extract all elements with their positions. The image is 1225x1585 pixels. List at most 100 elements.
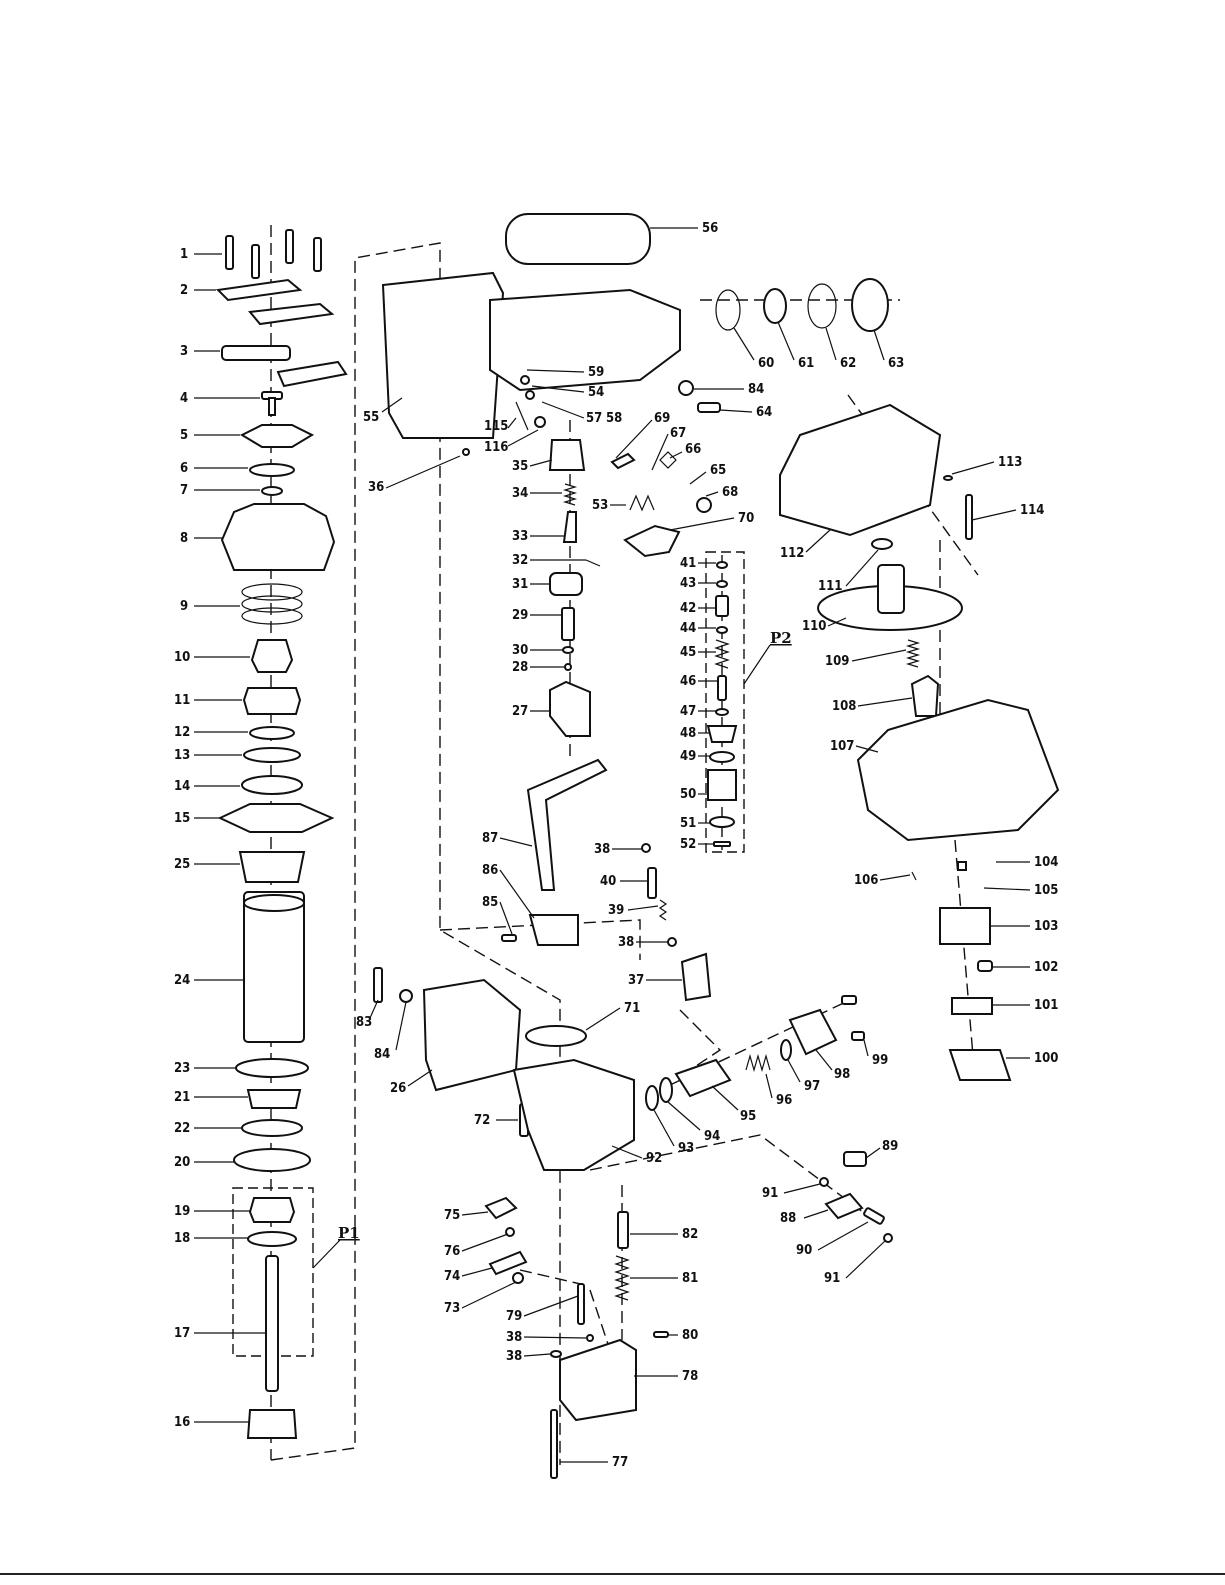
part-13-oring [243, 747, 301, 763]
label-part-29: 29 [512, 608, 528, 623]
part-25-bumper [238, 851, 306, 883]
label-part-69: 69 [654, 411, 670, 426]
label-part-113: 113 [998, 455, 1022, 470]
label-part-1: 1 [180, 247, 188, 262]
part-16-nose-bushing [246, 1409, 298, 1439]
label-part-90: 90 [796, 1243, 812, 1258]
label-part-20: 20 [174, 1155, 190, 1170]
label-part-83: 83 [356, 1015, 372, 1030]
label-part-75: 75 [444, 1208, 460, 1223]
part-31-knob [549, 572, 583, 596]
label-part-74: 74 [444, 1269, 460, 1284]
label-part-80: 80 [682, 1328, 698, 1343]
label-part-43: 43 [680, 576, 696, 591]
part-21-ring [246, 1089, 302, 1109]
label-part-45: 45 [680, 645, 696, 660]
label-part-111: 111 [818, 579, 842, 594]
label-part-91-b: 91 [824, 1271, 840, 1286]
label-part-102: 102 [1034, 960, 1058, 975]
label-part-93: 93 [678, 1141, 694, 1156]
part-60-63-end-cap-set [715, 278, 889, 332]
part-4-screw [261, 391, 283, 416]
label-part-9: 9 [180, 599, 188, 614]
handle-body [489, 288, 681, 392]
part-10-valve [250, 639, 294, 673]
label-part-100: 100 [1034, 1051, 1058, 1066]
group-label-p1: P1 [338, 1224, 360, 1242]
label-part-51: 51 [680, 816, 696, 831]
part-23-oring [235, 1058, 309, 1078]
label-part-15: 15 [174, 811, 190, 826]
label-part-59: 59 [588, 365, 604, 380]
label-part-98: 98 [834, 1067, 850, 1082]
parts-73-76-pawls [484, 1196, 528, 1284]
label-part-107: 107 [830, 739, 854, 754]
page-bottom-rule [0, 1573, 1225, 1575]
part-112-magazine-cover [779, 403, 942, 537]
part-26-nose-guard [422, 978, 522, 1092]
label-part-19: 19 [174, 1204, 190, 1219]
label-part-13: 13 [174, 748, 190, 763]
label-part-73: 73 [444, 1301, 460, 1316]
p2-valve-stack [706, 561, 738, 847]
label-part-104: 104 [1034, 855, 1058, 870]
label-part-114: 114 [1020, 503, 1044, 518]
label-part-10: 10 [174, 650, 190, 665]
part-108-post [910, 674, 940, 717]
label-part-30: 30 [512, 643, 528, 658]
part-56-grip-cover [505, 213, 651, 265]
label-part-2: 2 [180, 283, 188, 298]
part-22-oring [241, 1119, 303, 1137]
part-87-latch-arm [526, 758, 608, 891]
part-32-pin [585, 559, 601, 567]
label-part-25: 25 [174, 857, 190, 872]
label-part-91-a: 91 [762, 1186, 778, 1201]
label-part-49: 49 [680, 749, 696, 764]
label-part-22: 22 [174, 1121, 190, 1136]
parts-37-40-adjuster [641, 843, 712, 1002]
label-part-67: 67 [670, 426, 686, 441]
label-part-42: 42 [680, 601, 696, 616]
label-part-38-b: 38 [618, 935, 634, 950]
part-33-stem [562, 511, 577, 543]
label-part-62: 62 [840, 356, 856, 371]
part-18-oring [247, 1231, 297, 1247]
label-part-84-lower: 84 [374, 1047, 390, 1062]
label-part-96: 96 [776, 1093, 792, 1108]
label-part-54: 54 [588, 385, 604, 400]
parts-93-99-drive-assembly [645, 995, 865, 1111]
label-part-4: 4 [180, 391, 188, 406]
label-part-18: 18 [174, 1231, 190, 1246]
label-part-60: 60 [758, 356, 774, 371]
label-part-44: 44 [680, 621, 696, 636]
label-part-82: 82 [682, 1227, 698, 1242]
label-part-61: 61 [798, 356, 814, 371]
label-part-88: 88 [780, 1211, 796, 1226]
parts-113-114-pin [943, 475, 973, 540]
part-5-cap [239, 424, 315, 448]
label-part-24: 24 [174, 973, 190, 988]
label-part-87: 87 [482, 831, 498, 846]
trigger-linkage-53-70 [610, 451, 712, 558]
label-part-81: 81 [682, 1271, 698, 1286]
label-part-116: 116 [484, 440, 508, 455]
label-part-38-d: 38 [506, 1349, 522, 1364]
part-15-gasket [217, 803, 335, 833]
label-part-70: 70 [738, 511, 754, 526]
label-part-68: 68 [722, 485, 738, 500]
part-12-oring [249, 726, 295, 740]
part-86-bracket [528, 914, 579, 946]
label-part-16: 16 [174, 1415, 190, 1430]
part-11-valve-seat [242, 687, 302, 715]
part-14-ring [241, 775, 303, 795]
label-part-56: 56 [702, 221, 718, 236]
part-34-spring [562, 483, 578, 506]
label-part-53: 53 [592, 498, 608, 513]
part-27-trigger [549, 680, 591, 737]
label-part-6: 6 [180, 461, 188, 476]
label-part-92: 92 [646, 1151, 662, 1166]
label-part-65: 65 [710, 463, 726, 478]
label-part-89: 89 [882, 1139, 898, 1154]
label-part-40: 40 [600, 874, 616, 889]
